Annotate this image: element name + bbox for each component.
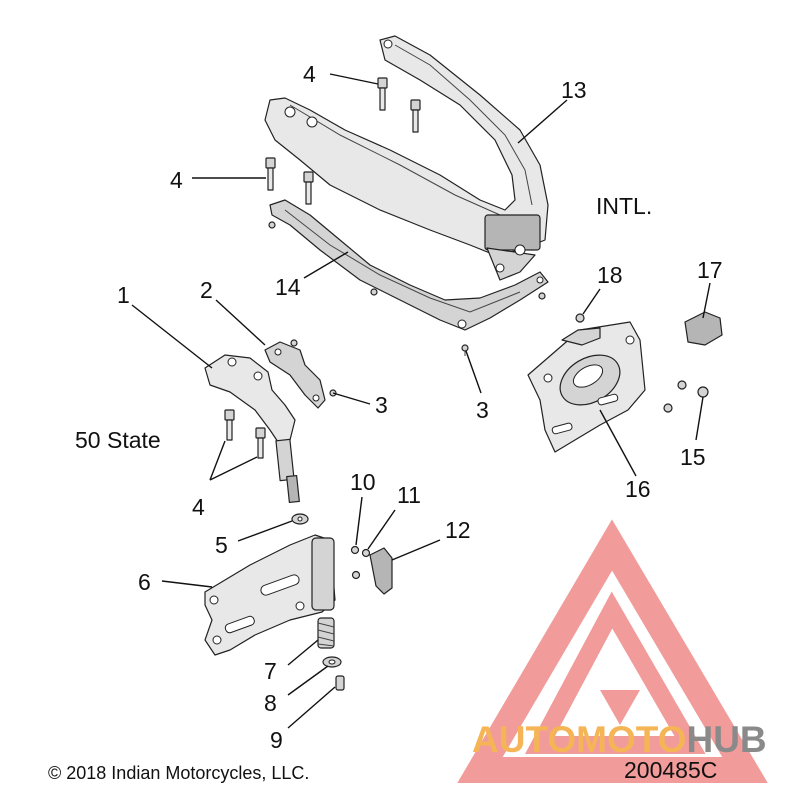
callout-1: 1: [117, 282, 130, 308]
callout-4-top: 4: [303, 61, 316, 87]
part-12-reflector: [369, 547, 393, 595]
part-2-bracket: [264, 339, 337, 409]
part-17-light: [684, 311, 723, 346]
part-7-spring: [317, 617, 335, 649]
variant-label-intl: INTL.: [596, 193, 652, 219]
callout-18: 18: [597, 262, 623, 288]
watermark-brand-part2: HUB: [686, 719, 766, 760]
callout-9: 9: [270, 727, 283, 753]
callout-4-bottom: 4: [192, 494, 205, 520]
callout-2: 2: [200, 277, 213, 303]
part-4-bolt-lower: [224, 409, 266, 459]
leader-lines: [131, 73, 711, 729]
callout-15: 15: [680, 444, 706, 470]
variant-label-50-state: 50 State: [75, 427, 161, 453]
part-4-bolt-upper: [377, 77, 421, 133]
callout-17: 17: [697, 257, 723, 283]
callout-13: 13: [561, 77, 587, 103]
callout-4-middle: 4: [170, 167, 183, 193]
part-18-nut: [575, 313, 585, 323]
callout-14: 14: [275, 274, 301, 300]
part-6-plate-bracket: [204, 534, 336, 656]
callout-5: 5: [215, 532, 228, 558]
callout-16: 16: [625, 476, 651, 502]
part-13-grab-rail: [264, 35, 549, 281]
part-16-plate-bracket: [527, 321, 646, 453]
part-4-bolt-middle: [265, 157, 314, 205]
callout-7: 7: [264, 658, 277, 684]
callout-6: 6: [138, 569, 151, 595]
diagram-number: 200485C: [624, 757, 717, 783]
callout-labels: 1 2 3 3 4 4 4 5 6 7 8 9 10 11 12 13 14 1…: [117, 61, 723, 753]
part-3-screw-set: [268, 221, 546, 356]
callout-12: 12: [445, 517, 471, 543]
callout-11: 11: [397, 482, 421, 508]
callout-3-right: 3: [476, 397, 489, 423]
watermark-logo: [457, 519, 768, 783]
callout-8: 8: [264, 690, 277, 716]
part-10-nut: [350, 545, 361, 580]
part-9-bolt: [335, 675, 345, 691]
watermark-brand-part1: AUTOMOTO: [472, 719, 686, 760]
part-11-nut: [361, 548, 371, 558]
callout-10: 10: [350, 469, 376, 495]
watermark-brand-text: AUTOMOTOHUB: [472, 719, 767, 760]
copyright-text: © 2018 Indian Motorcycles, LLC.: [48, 763, 309, 783]
part-5-clip: [291, 513, 309, 525]
callout-3-left: 3: [375, 392, 388, 418]
part-1-mount-arm: [204, 354, 300, 504]
part-8-washer: [322, 656, 342, 668]
